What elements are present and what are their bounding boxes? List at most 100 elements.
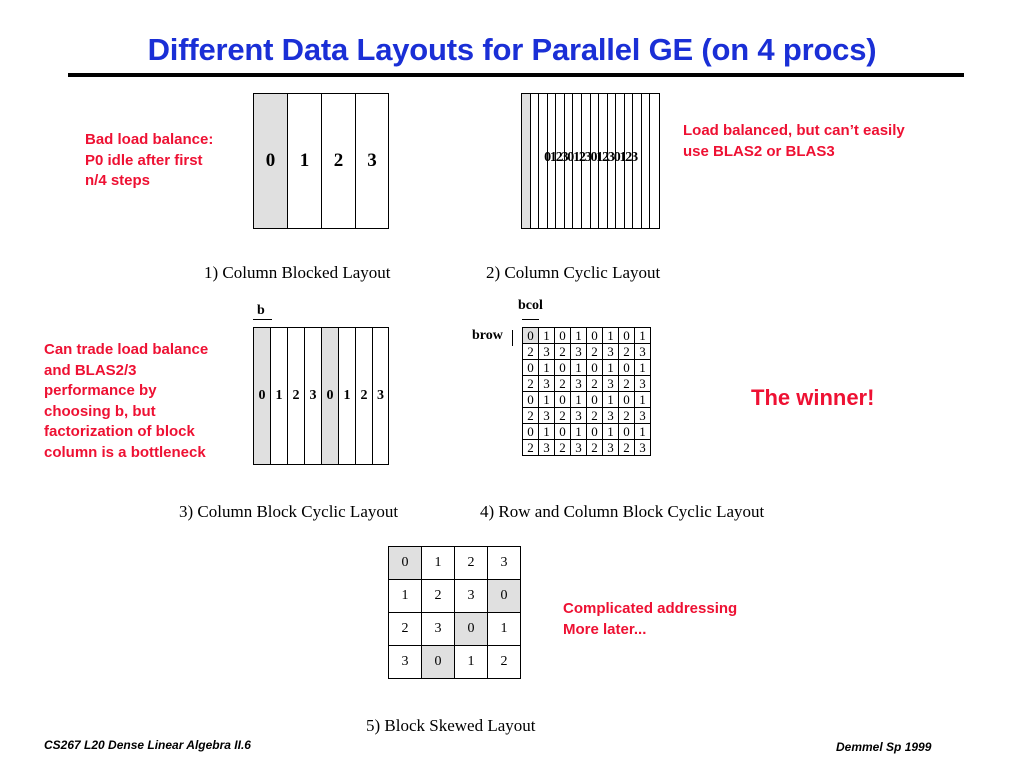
cyclic-column (582, 94, 591, 228)
grid-cell: 1 (570, 423, 587, 440)
grid-cell: 3 (570, 407, 587, 424)
slide-title: Different Data Layouts for Parallel GE (… (147, 32, 877, 67)
cyclic-column (599, 94, 608, 228)
grid-cell: 1 (570, 391, 587, 408)
grid-cell: 2 (554, 375, 571, 392)
block-cell: 0 (254, 94, 288, 228)
cyclic-column (556, 94, 565, 228)
b-label: b (257, 303, 265, 318)
grid-cell: 1 (538, 359, 555, 376)
b-arrow (253, 319, 272, 320)
block-cyclic-cell: 0 (254, 328, 271, 464)
cyclic-column (522, 94, 531, 228)
block-cyclic-cell: 2 (288, 328, 305, 464)
note-line: use BLAS2 or BLAS3 (683, 142, 835, 160)
grid-cell: 0 (522, 423, 539, 440)
grid-cell: 0 (421, 645, 455, 679)
note-line: n/4 steps (85, 172, 151, 189)
note-line: performance by (44, 382, 157, 399)
grid-cell: 2 (522, 407, 539, 424)
grid-cell: 1 (634, 359, 651, 376)
cyclic-column (548, 94, 557, 228)
grid-cell: 2 (522, 343, 539, 360)
cyclic-column (539, 94, 548, 228)
grid-cell: 2 (522, 375, 539, 392)
grid-cell: 0 (487, 579, 521, 613)
grid-cell: 2 (586, 407, 603, 424)
block-cell: 2 (322, 94, 356, 228)
note-line: factorization of block (44, 423, 195, 440)
caption-column-cyclic: 2) Column Cyclic Layout (486, 263, 661, 282)
block-cyclic-cell: 3 (305, 328, 322, 464)
grid-cell: 3 (538, 439, 555, 456)
grid-cell: 1 (602, 423, 619, 440)
brow-label: brow (472, 328, 503, 343)
note-line: Can trade load balance (44, 341, 209, 358)
grid-cell: 0 (618, 359, 635, 376)
grid-cell: 2 (618, 375, 635, 392)
grid-cell: 2 (487, 645, 521, 679)
bcol-arrow (522, 319, 539, 320)
note-bad-load-balance: Bad load balance: P0 idle after first n/… (85, 130, 213, 192)
grid-cell: 3 (602, 343, 619, 360)
grid-cell: 3 (538, 375, 555, 392)
note-line: More later... (563, 620, 647, 638)
cyclic-column (616, 94, 625, 228)
grid-cell: 1 (454, 645, 488, 679)
grid-cell: 0 (618, 391, 635, 408)
grid-cell: 0 (618, 327, 635, 344)
grid-cell: 2 (421, 579, 455, 613)
grid-cell: 2 (554, 343, 571, 360)
grid-cell: 0 (554, 359, 571, 376)
grid-cell: 2 (618, 343, 635, 360)
grid-cell: 1 (538, 391, 555, 408)
grid-cell: 3 (570, 439, 587, 456)
grid-cell: 1 (388, 579, 422, 613)
grid-cell: 0 (554, 391, 571, 408)
cyclic-column (608, 94, 617, 228)
note-complicated: Complicated addressing More later... (563, 599, 737, 640)
grid-cell: 0 (586, 327, 603, 344)
note-line: Bad load balance: (85, 131, 214, 148)
footer-author: Demmel Sp 1999 (836, 740, 932, 754)
note-line: Complicated addressing (563, 600, 738, 617)
block-cyclic-cell: 0 (322, 328, 339, 464)
grid-cell: 0 (586, 423, 603, 440)
grid-cell: 1 (634, 423, 651, 440)
grid-cell: 0 (522, 327, 539, 344)
grid-cell: 2 (586, 439, 603, 456)
grid-cell: 3 (602, 439, 619, 456)
note-line: P0 idle after first (85, 151, 203, 169)
note-line: column is a bottleneck (44, 443, 206, 461)
grid-cell: 0 (554, 423, 571, 440)
grid-cell: 2 (618, 407, 635, 424)
grid-cell: 1 (570, 327, 587, 344)
cyclic-column (625, 94, 634, 228)
grid-cell: 3 (454, 579, 488, 613)
grid-cell: 0 (522, 359, 539, 376)
brow-arrow (512, 330, 513, 346)
grid-cell: 3 (602, 407, 619, 424)
column-cyclic-grid: 0123012301230123 (521, 93, 660, 229)
block-cyclic-cell: 1 (339, 328, 356, 464)
grid-cell: 3 (388, 645, 422, 679)
grid-cell: 1 (570, 359, 587, 376)
cyclic-column (642, 94, 651, 228)
grid-cell: 2 (618, 439, 635, 456)
caption-block-skewed: 5) Block Skewed Layout (366, 716, 536, 735)
grid-cell: 1 (538, 327, 555, 344)
cyclic-column (531, 94, 540, 228)
note-line: and BLAS2/3 (44, 361, 137, 379)
column-blocked-grid: 0 1 2 3 (253, 93, 389, 229)
grid-cell: 3 (487, 546, 521, 580)
grid-cell: 1 (602, 359, 619, 376)
grid-cell: 1 (602, 391, 619, 408)
